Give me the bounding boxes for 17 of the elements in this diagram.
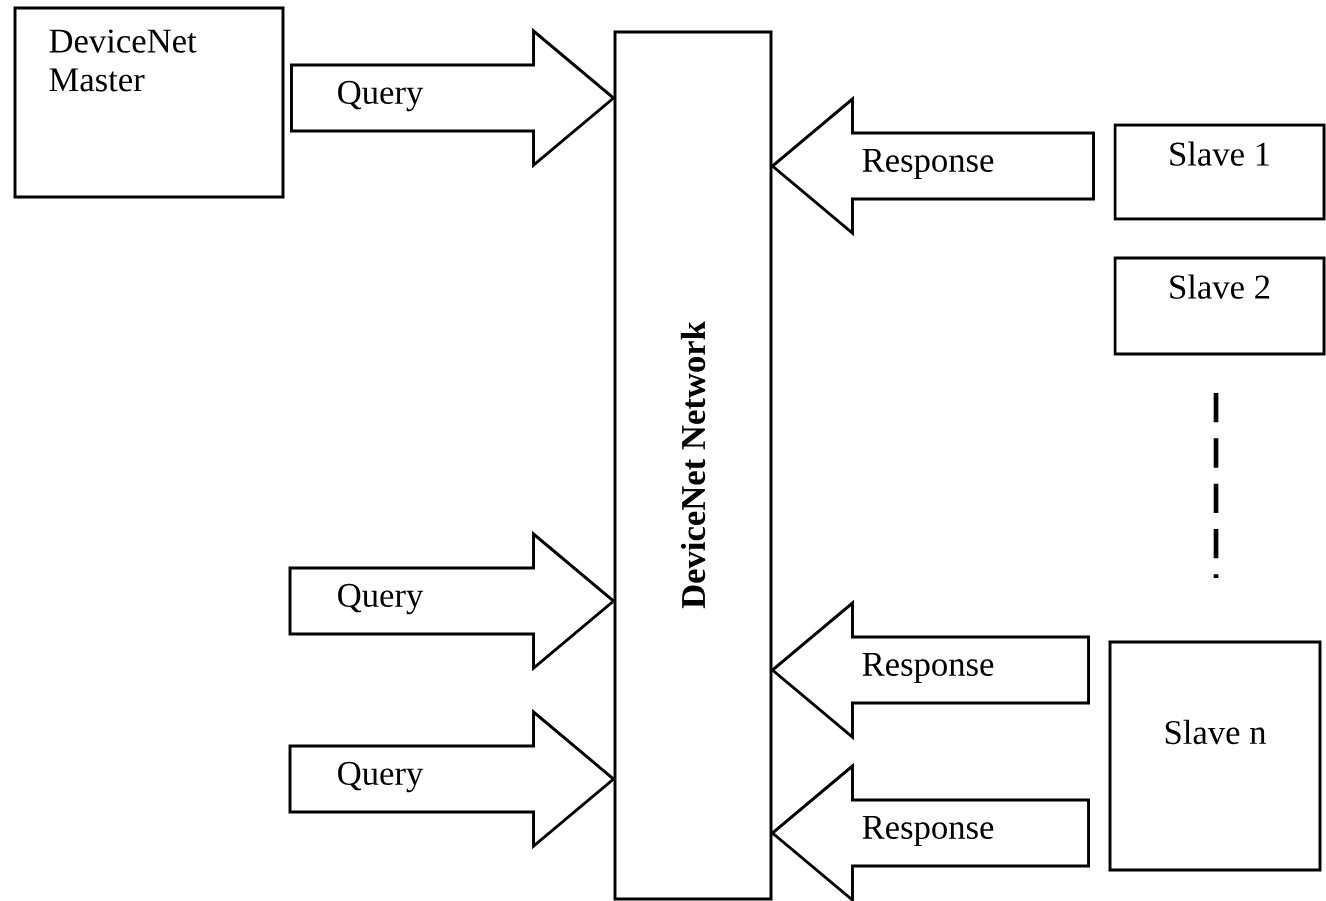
edge-label: Query <box>338 761 424 793</box>
master-box: DeviceNet Master <box>13 6 285 199</box>
slave-box: Slave 2 <box>1113 256 1326 356</box>
edge-label: Response <box>862 148 994 180</box>
block-arrow <box>770 762 1090 901</box>
slave-box: Slave 1 <box>1113 123 1326 221</box>
edge-label: Query <box>338 80 424 112</box>
block-arrow <box>290 27 616 169</box>
slave-box: Slave n <box>1108 640 1322 872</box>
block-arrow <box>288 530 616 672</box>
block-arrow <box>770 599 1090 741</box>
block-arrow <box>770 95 1095 237</box>
edge-label: Response <box>862 652 994 684</box>
block-arrow <box>288 708 616 850</box>
edge-label: Response <box>862 815 994 847</box>
network-bar: DeviceNet Network <box>613 30 773 901</box>
edge-label: Query <box>338 583 424 615</box>
